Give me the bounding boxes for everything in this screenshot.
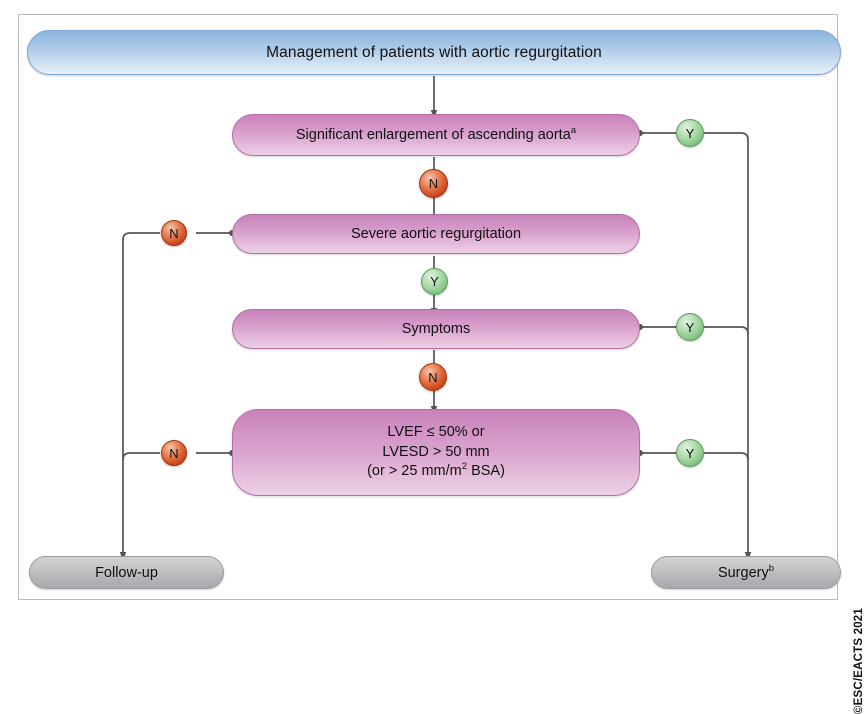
decision-box-lv-function: LVEF ≤ 50% or LVESD > 50 mm (or > 25 mm/… (232, 409, 640, 496)
copyright-area: ©ESC/EACTS 2021 (841, 474, 867, 714)
branch-yes-decision1: Y (676, 119, 704, 147)
branch-yes-decision3-label: Y (685, 319, 695, 335)
diagram-frame (18, 14, 838, 600)
branch-yes-decision4: Y (676, 439, 704, 467)
header-box: Management of patients with aortic regur… (27, 30, 841, 75)
decision-box-aorta-enlargement-label: Significant enlargement of ascending aor… (295, 125, 577, 143)
bsa-line: (or > 25 mm/m2 BSA) (367, 462, 505, 482)
decision1-text: Significant enlargement of ascending aor… (295, 127, 571, 143)
branch-no-decision1-label: N (428, 176, 439, 191)
branch-no-decision1: N (419, 169, 448, 198)
branch-no-decision2: N (161, 220, 187, 246)
branch-yes-decision2-label: Y (430, 274, 439, 289)
terminal-box-follow-up-label: Follow-up (95, 564, 158, 581)
branch-no-decision3-label: N (428, 369, 438, 385)
branch-no-decision4: N (161, 440, 187, 466)
decision-box-severe-ar-label: Severe aortic regurgitation (350, 226, 522, 242)
branch-no-decision2-label: N (169, 225, 179, 241)
decision-box-aorta-enlargement: Significant enlargement of ascending aor… (232, 114, 640, 156)
lvesd-line: LVESD > 50 mm (382, 443, 490, 460)
branch-no-decision4-label: N (169, 445, 179, 461)
diagram-canvas: Management of patients with aortic regur… (18, 14, 867, 714)
decision1-footnote-marker: a (570, 125, 577, 137)
branch-yes-decision4-label: Y (685, 445, 695, 461)
lvef-line: LVEF ≤ 50% or (387, 424, 485, 441)
terminal-box-surgery: Surgeryb (651, 556, 841, 589)
bsa-superscript: 2 (461, 461, 468, 473)
bsa-line-part2: BSA) (467, 463, 505, 480)
terminal-box-surgery-label: Surgeryb (717, 562, 775, 581)
branch-no-decision3: N (419, 363, 447, 391)
copyright-label: ©ESC/EACTS 2021 (853, 608, 865, 714)
branch-yes-decision3: Y (676, 313, 704, 341)
decision-box-severe-ar: Severe aortic regurgitation (232, 214, 640, 254)
bsa-line-part1: (or > 25 mm/m (367, 463, 462, 480)
decision-box-symptoms-label: Symptoms (401, 321, 471, 337)
decision-box-symptoms: Symptoms (232, 309, 640, 349)
branch-yes-decision2: Y (421, 268, 448, 295)
surgery-text: Surgery (717, 564, 769, 581)
terminal-box-follow-up: Follow-up (29, 556, 224, 589)
header-label: Management of patients with aortic regur… (266, 43, 602, 61)
decision-box-lv-function-label: LVEF ≤ 50% or LVESD > 50 mm (or > 25 mm/… (367, 423, 505, 482)
branch-yes-decision1-label: Y (685, 125, 695, 141)
surgery-footnote-marker: b (768, 562, 775, 574)
